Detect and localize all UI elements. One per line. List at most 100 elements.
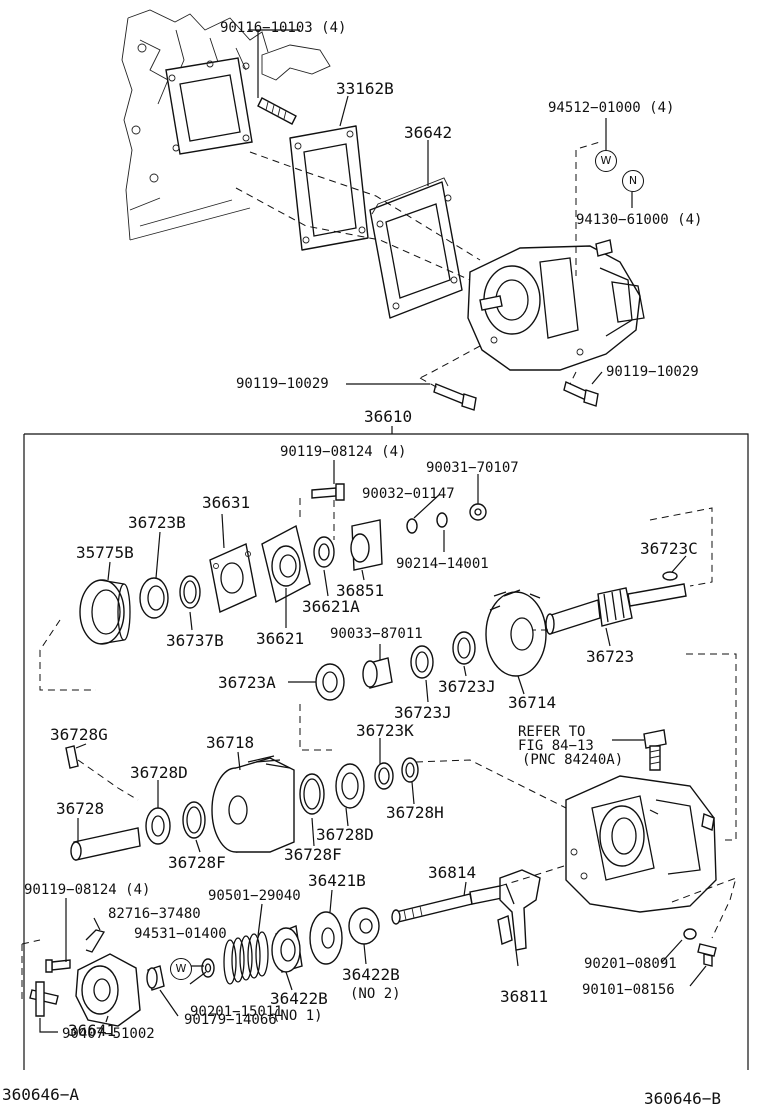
label-36641: 36641 <box>68 1021 117 1040</box>
gear-36718 <box>211 755 295 853</box>
label-90032-01147: 90032−01147 <box>362 486 455 502</box>
label-36723j-b: 36723J <box>394 703 452 722</box>
label-90101-08156: 90101−08156 <box>582 982 675 998</box>
transmission-case <box>121 9 331 241</box>
footer-code-left: 360646−A <box>2 1085 80 1104</box>
label-36728d-a: 36728D <box>130 763 188 782</box>
label-35775b: 35775B <box>76 543 134 562</box>
label-refer-fig: FIG 84−13 <box>518 738 594 754</box>
piston-36421b <box>309 911 343 965</box>
cup-36422b-no1 <box>271 925 303 973</box>
bolt-90119-08124 <box>311 483 345 501</box>
pto-housing <box>565 775 717 913</box>
label-90119-10029-right: 90119−10029 <box>606 364 699 380</box>
label-90033-87011: 90033−87011 <box>330 626 423 642</box>
footer-code-right: 360646−B <box>644 1089 722 1108</box>
snap-ring-36728f-b <box>299 773 325 815</box>
washer-90214 <box>436 512 448 528</box>
shaft-36723 <box>545 583 687 635</box>
label-94512-01000: 94512−01000 (4) <box>548 100 675 116</box>
oil-seal-36621a <box>313 536 335 568</box>
nut-90179 <box>146 965 165 991</box>
adapter-plate-36642 <box>369 177 463 319</box>
label-refer-to: REFER TO <box>518 724 586 740</box>
washer-90032 <box>406 518 418 534</box>
snap-ring-36728f-a <box>182 801 206 839</box>
gasket-33162b <box>289 125 369 251</box>
clip-82716 <box>85 929 106 953</box>
label-36422b-no2: 36422B <box>342 965 400 984</box>
label-36631: 36631 <box>202 493 251 512</box>
label-90119-08124-bottom: 90119−08124 (4) <box>24 882 151 898</box>
label-36642: 36642 <box>404 123 453 142</box>
label-90214-14001: 90214−14001 <box>396 556 489 572</box>
label-33162b: 33162B <box>336 79 394 98</box>
breather-90407 <box>29 981 59 1017</box>
label-90119-10029-left: 90119−10029 <box>236 376 329 392</box>
label-refer-pnc: (PNC 84240A) <box>522 752 624 768</box>
label-36422b-no1: 36422B <box>270 989 328 1008</box>
label-36728: 36728 <box>56 799 105 818</box>
label-36728f-a: 36728F <box>168 853 226 872</box>
label-94130-61000: 94130−61000 (4) <box>576 212 703 228</box>
cover-36641 <box>75 953 141 1027</box>
label-36851: 36851 <box>336 581 385 600</box>
needle-bearing-36723j-a <box>452 631 476 665</box>
label-36728h: 36728H <box>386 803 444 822</box>
label-36811: 36811 <box>500 987 549 1006</box>
label-36723b: 36723B <box>128 513 186 532</box>
bearing-36728d-a <box>145 807 171 845</box>
label-36728d-b: 36728D <box>316 825 374 844</box>
label-94531-01400: 94531−01400 <box>134 926 227 942</box>
label-no2: (NO 2) <box>350 986 401 1002</box>
shift-fork-36811 <box>497 869 541 951</box>
bolt-refer-fig-84-13 <box>643 729 667 771</box>
bolt-90119-10029-left <box>433 383 477 411</box>
bolt-90119-08124-bottom <box>45 959 71 973</box>
pto-assembly-top <box>467 239 645 371</box>
label-90501-29040: 90501−29040 <box>208 888 301 904</box>
label-90179-14066: 90179−14066 <box>184 1012 277 1028</box>
label-36737b: 36737B <box>166 631 224 650</box>
label-90119-08124-top: 90119−08124 (4) <box>280 444 407 460</box>
label-90031-70107: 90031−70107 <box>426 460 519 476</box>
snap-ring-36737b <box>179 575 201 609</box>
spring-90501 <box>223 931 269 985</box>
gear-36714 <box>485 589 547 677</box>
bearing-35775b <box>79 579 131 645</box>
washer-w-icon: W <box>595 150 617 172</box>
label-36723a: 36723A <box>218 673 276 692</box>
spacer-36723k <box>374 762 394 790</box>
washer-w-icon-bottom: W <box>170 958 192 980</box>
label-no1: (NO 1) <box>272 1008 323 1024</box>
label-36723j-a: 36723J <box>438 677 496 696</box>
bearing-36723b <box>139 577 169 619</box>
bolt-90101-08156 <box>697 943 717 967</box>
nut-90031 <box>469 503 487 521</box>
label-36621a: 36621A <box>302 597 360 616</box>
washer-90201-08091 <box>683 928 697 940</box>
bearing-36728d-b <box>335 763 365 809</box>
gasket-36631 <box>209 543 257 613</box>
label-36728g: 36728G <box>50 725 108 744</box>
label-36421b: 36421B <box>308 871 366 890</box>
label-36723: 36723 <box>586 647 635 666</box>
shaft-36728 <box>70 827 141 861</box>
label-36728f-b: 36728F <box>284 845 342 864</box>
washer-n-icon: N <box>622 170 644 192</box>
label-36723k: 36723K <box>356 721 414 740</box>
key-36723c <box>662 571 678 581</box>
needle-bearing-36723j-b <box>410 645 434 679</box>
bearing-36723a <box>315 663 345 701</box>
bolt-90119-10029-right <box>563 381 599 407</box>
shift-shaft-36814 <box>391 885 503 925</box>
bushing-36851 <box>350 519 383 571</box>
label-90201-15011: 90201−15011 <box>190 1004 283 1020</box>
bearing-retainer-36621 <box>261 524 311 604</box>
label-36621: 36621 <box>256 629 305 648</box>
label-90116-10103: 90116−10103 (4) <box>220 20 347 36</box>
washer-36422b-no2 <box>348 907 380 945</box>
spacer-90033 <box>362 657 393 689</box>
